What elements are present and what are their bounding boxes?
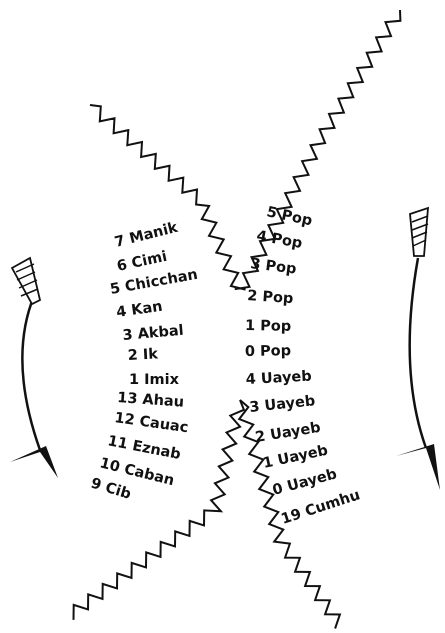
- right-curved-arrow-icon: [396, 208, 440, 490]
- day-label: 7 Manik: [113, 220, 180, 251]
- day-label: 1 Imix: [129, 372, 180, 388]
- month-label: 0 Uayeb: [271, 466, 339, 499]
- zigzag-upper-right: [235, 10, 401, 289]
- day-label: 3 Akbal: [122, 323, 184, 344]
- month-label: 3 Pop: [250, 256, 298, 278]
- month-label: 2 Pop: [247, 288, 294, 307]
- day-label: 9 Cib: [89, 476, 133, 503]
- day-label: 6 Cimi: [116, 249, 169, 275]
- month-label: 1 Uayeb: [262, 443, 330, 472]
- right-month-labels: 5 Pop 4 Pop 3 Pop 2 Pop 1 Pop 0 Pop 4 Ua…: [245, 204, 362, 528]
- month-label: 4 Uayeb: [245, 369, 312, 388]
- month-label: 1 Pop: [245, 318, 291, 335]
- month-label: 2 Uayeb: [254, 420, 322, 446]
- day-label: 13 Ahau: [117, 390, 185, 411]
- day-label: 12 Cauac: [113, 410, 189, 436]
- left-curved-arrow-icon: [10, 258, 58, 478]
- left-day-labels: 7 Manik 6 Cimi 5 Chicchan 4 Kan 3 Akbal …: [89, 220, 199, 503]
- month-label: 5 Pop: [265, 204, 313, 229]
- zigzag-lower-left: [74, 400, 244, 620]
- month-label: 0 Pop: [245, 343, 291, 360]
- day-label: 4 Kan: [115, 299, 163, 321]
- month-label: 3 Uayeb: [249, 393, 316, 416]
- day-label: 2 Ik: [127, 346, 158, 364]
